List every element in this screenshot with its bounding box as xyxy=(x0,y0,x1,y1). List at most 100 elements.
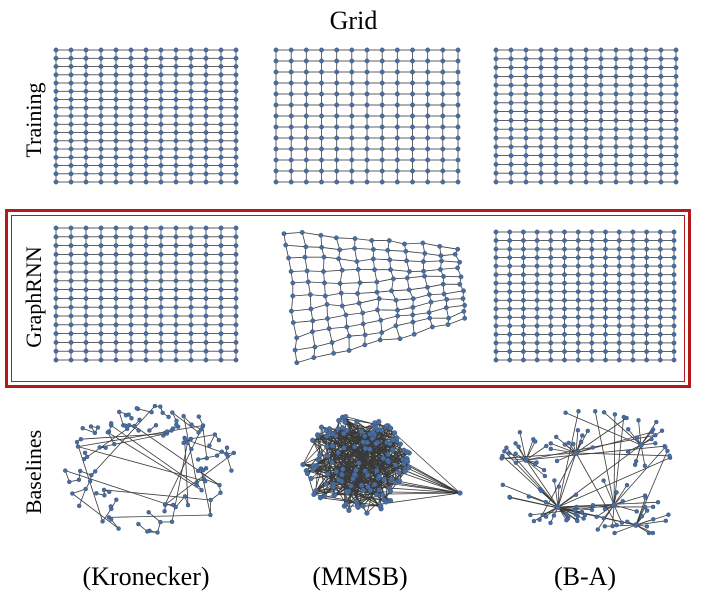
graph-node xyxy=(603,280,608,286)
graph-node xyxy=(644,280,650,286)
graph-node xyxy=(387,441,393,447)
graph-node xyxy=(355,267,361,272)
graph-node xyxy=(351,471,358,478)
graph-node xyxy=(360,439,366,445)
graph-node xyxy=(355,291,361,296)
graph-node xyxy=(553,153,559,159)
graph-edge xyxy=(448,310,464,319)
graph-node xyxy=(642,504,648,510)
graph-edge xyxy=(327,455,368,514)
graph-node xyxy=(440,135,446,141)
graph-node xyxy=(508,135,514,141)
graph-node xyxy=(632,462,638,467)
graph-node xyxy=(534,332,540,337)
graph-node xyxy=(98,296,104,301)
graph-node xyxy=(673,65,679,71)
graph-node xyxy=(410,135,415,141)
graph-node xyxy=(589,340,595,346)
graph-edge xyxy=(345,416,391,429)
graph-node xyxy=(203,154,209,160)
graph-node xyxy=(643,162,649,167)
graph-node xyxy=(613,109,619,114)
graph-node xyxy=(613,47,619,53)
graph-node xyxy=(379,330,385,335)
graph-edge xyxy=(575,417,627,454)
graph-node xyxy=(188,80,194,86)
graph-node xyxy=(143,105,149,111)
graph-node xyxy=(573,450,579,456)
graph-edge xyxy=(557,444,642,508)
graph-edge xyxy=(321,246,340,251)
graph-node xyxy=(568,100,574,106)
graph-node xyxy=(425,113,431,119)
graph-node xyxy=(553,179,559,185)
graph-node xyxy=(611,502,617,508)
graph-node xyxy=(364,47,370,53)
graph-node xyxy=(520,289,526,295)
graph-node xyxy=(507,289,513,295)
graph-node xyxy=(98,80,104,86)
graph-node xyxy=(173,234,179,240)
graph-node xyxy=(554,458,560,464)
graph-edge xyxy=(395,482,461,494)
graph-node xyxy=(53,47,59,53)
graph-node xyxy=(83,348,89,354)
graph-node xyxy=(188,179,194,185)
graph-node xyxy=(181,413,186,419)
graph-edge xyxy=(313,352,334,358)
graph-node xyxy=(630,323,636,329)
graph-node xyxy=(88,424,94,429)
graph-node xyxy=(410,91,415,97)
graph-node xyxy=(218,322,224,328)
graph-node xyxy=(520,314,526,320)
graph-node xyxy=(671,289,677,295)
graph-node xyxy=(520,323,526,329)
graph-node xyxy=(98,225,104,231)
graph-node xyxy=(299,229,305,235)
graph-node xyxy=(603,323,608,329)
graph-node xyxy=(334,102,340,108)
graph-node xyxy=(53,243,59,249)
graph-node xyxy=(212,432,218,437)
graph-edge xyxy=(336,237,356,239)
graph-node xyxy=(575,323,581,329)
graph-node xyxy=(553,100,559,106)
graph-node xyxy=(520,297,526,303)
graph-node xyxy=(136,428,141,433)
graph-edge xyxy=(355,448,366,502)
graph-node xyxy=(218,269,224,275)
graph-node xyxy=(462,315,468,321)
graph-node xyxy=(520,306,526,312)
graph-node xyxy=(394,124,400,130)
graph-node xyxy=(575,289,581,295)
graph-node xyxy=(203,105,209,111)
graph-edge xyxy=(185,439,227,455)
graph-node xyxy=(671,263,677,269)
graph-node xyxy=(562,238,567,243)
graph-node xyxy=(341,445,347,451)
graph-node xyxy=(188,225,194,231)
graph-node xyxy=(440,47,446,53)
graph-node xyxy=(410,102,415,108)
graph-node xyxy=(185,502,191,508)
graph-node xyxy=(643,91,649,97)
graph-node xyxy=(452,251,458,257)
graph-node xyxy=(68,138,74,144)
graph-node xyxy=(616,280,622,286)
graph-node xyxy=(455,179,461,185)
graph-node xyxy=(68,287,74,292)
graph-node xyxy=(446,315,452,321)
graph-node xyxy=(396,478,403,484)
graph-node xyxy=(362,468,368,474)
graph-node xyxy=(646,530,652,536)
graph-node xyxy=(158,225,164,231)
graph-node xyxy=(630,246,636,252)
graph-node xyxy=(203,97,209,102)
graph-node xyxy=(410,312,416,318)
graph-node xyxy=(303,80,309,86)
graph-node xyxy=(387,488,394,494)
graph-edge xyxy=(314,342,333,348)
graph-node xyxy=(548,349,554,354)
graph-edge xyxy=(323,269,343,272)
graph-node xyxy=(83,340,89,345)
